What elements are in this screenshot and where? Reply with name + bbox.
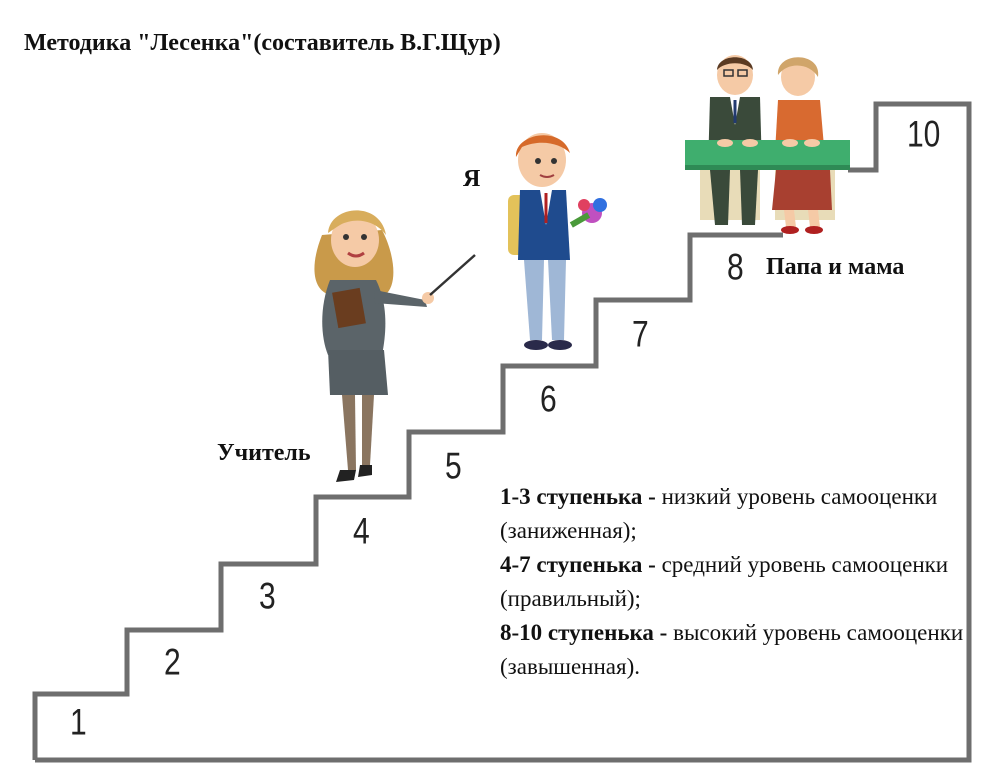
- legend-range: 8-10 ступенька: [500, 620, 654, 645]
- step-number-3: 3: [259, 575, 276, 617]
- legend-sep: -: [653, 620, 674, 645]
- legend-item-high: 8-10 ступенька - высокий уровень самооце…: [500, 616, 970, 684]
- step-number-1: 1: [70, 701, 87, 743]
- step-number-5: 5: [445, 445, 462, 487]
- label-parents: Папа и мама: [766, 254, 905, 280]
- legend: 1-3 ступенька - низкий уровень самооценк…: [500, 480, 970, 684]
- parents-at-table-illustration: [685, 55, 850, 234]
- step-number-4: 4: [353, 510, 370, 552]
- step-number-6: 6: [540, 378, 557, 420]
- legend-item-low: 1-3 ступенька - низкий уровень самооценк…: [500, 480, 970, 548]
- step-number-2: 2: [164, 641, 181, 683]
- schoolboy-illustration: [508, 133, 607, 350]
- legend-sep: -: [642, 552, 662, 577]
- legend-text: низкий уровень самооценки (заниженная);: [500, 484, 938, 543]
- legend-text: средний уровень самооценки (правильный);: [500, 552, 949, 611]
- step-number-7: 7: [632, 313, 649, 355]
- legend-range: 4-7 ступенька: [500, 552, 643, 577]
- label-me: Я: [463, 166, 481, 192]
- legend-range: 1-3 ступенька: [500, 484, 643, 509]
- legend-item-mid: 4-7 ступенька - средний уровень самооцен…: [500, 548, 970, 616]
- label-teacher: Учитель: [217, 440, 311, 466]
- legend-text: высокий уровень самооценки (завышенная).: [500, 620, 964, 679]
- legend-sep: -: [642, 484, 662, 509]
- step-number-8: 8: [727, 246, 744, 288]
- teacher-illustration: [314, 210, 476, 482]
- step-number-10: 10: [907, 113, 941, 155]
- page-title: Методика "Лесенка"(составитель В.Г.Щур): [24, 30, 501, 56]
